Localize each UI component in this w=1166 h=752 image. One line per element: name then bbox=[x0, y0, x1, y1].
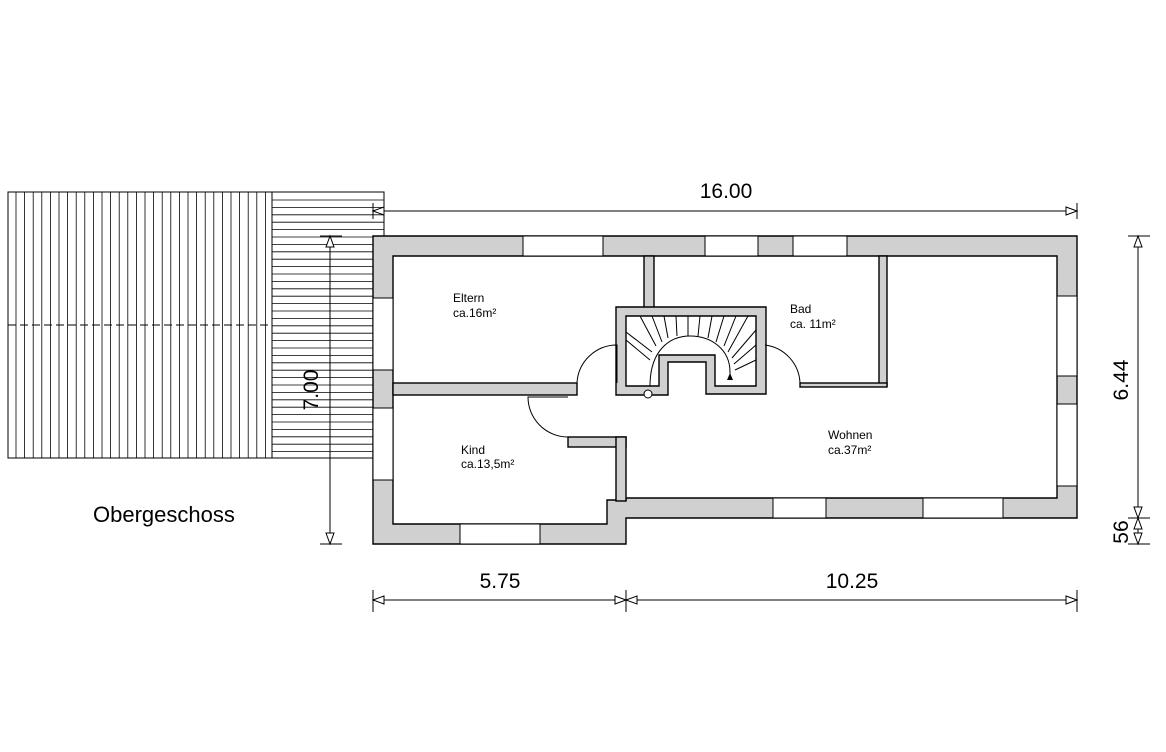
window-left-lower bbox=[372, 407, 394, 481]
dim-right-small: 56 bbox=[1110, 520, 1133, 543]
floor-label: Obergeschoss bbox=[93, 502, 235, 527]
dimension-left bbox=[320, 234, 342, 546]
wall-kind-right-vert bbox=[615, 436, 627, 502]
wall-bad-bottom bbox=[799, 382, 888, 388]
dimension-right bbox=[1128, 234, 1150, 546]
dim-right-main: 6.44 bbox=[1110, 359, 1133, 400]
window-bottom-left bbox=[772, 497, 827, 519]
room-eltern-area: ca.16m² bbox=[453, 306, 496, 320]
staircase bbox=[615, 306, 767, 399]
door-bad bbox=[764, 344, 801, 384]
window-bottom-right bbox=[922, 497, 1004, 519]
room-bad-area: ca. 11m² bbox=[790, 317, 836, 331]
dim-left-vertical: 7.00 bbox=[300, 370, 323, 411]
window-right-lower bbox=[1056, 403, 1078, 487]
room-kind-area: ca.13,5m² bbox=[461, 457, 514, 471]
window-top-mid bbox=[704, 235, 759, 257]
dimension-top bbox=[371, 203, 1079, 219]
dim-bottom-left: 5.75 bbox=[480, 570, 521, 593]
window-right-upper bbox=[1056, 295, 1078, 377]
room-kind-name: Kind bbox=[461, 443, 485, 457]
wall-bad-right bbox=[878, 255, 888, 387]
terrace-horizontal-decking bbox=[271, 191, 385, 459]
room-bad-name: Bad bbox=[790, 302, 811, 316]
room-eltern-name: Eltern bbox=[453, 291, 484, 305]
door-kind bbox=[527, 396, 569, 438]
window-left-upper bbox=[372, 297, 394, 371]
window-top-left bbox=[522, 235, 604, 257]
door-eltern bbox=[576, 344, 618, 384]
dimension-bottom bbox=[371, 590, 1079, 612]
room-wohnen-area: ca.37m² bbox=[828, 443, 871, 457]
window-top-right bbox=[792, 235, 848, 257]
dim-top-total: 16.00 bbox=[700, 180, 753, 203]
window-kind-bottom bbox=[459, 523, 541, 545]
room-wohnen-name: Wohnen bbox=[828, 428, 872, 442]
dim-bottom-right: 10.25 bbox=[826, 570, 879, 593]
wall-eltern-kind bbox=[392, 382, 578, 396]
wall-eltern-stair bbox=[643, 255, 655, 309]
